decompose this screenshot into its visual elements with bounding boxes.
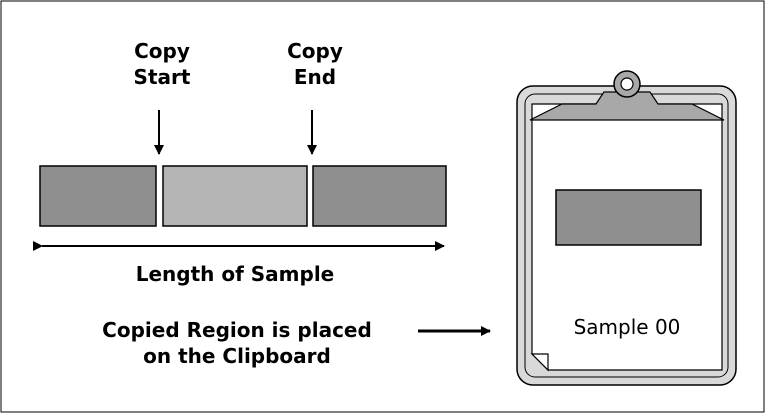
sample-segment-copied bbox=[162, 165, 308, 227]
length-label: Length of Sample bbox=[136, 262, 335, 286]
sample-segment-before bbox=[39, 165, 157, 227]
copy-end-line2: End bbox=[294, 65, 336, 89]
clip-ring-hole bbox=[620, 77, 634, 91]
copy-end-line1: Copy bbox=[287, 39, 343, 63]
clip-band bbox=[529, 91, 725, 121]
copy-start-line2: Start bbox=[134, 65, 191, 89]
clipboard-sample-label: Sample 00 bbox=[574, 315, 681, 339]
paper-fold bbox=[530, 353, 549, 372]
sample-segment-after bbox=[312, 165, 447, 227]
placed-label-line2: on the Clipboard bbox=[143, 344, 331, 368]
copy-start-line1: Copy bbox=[134, 39, 190, 63]
clipboard-icon: Sample 00 bbox=[516, 70, 737, 386]
placed-label-line1: Copied Region is placed bbox=[102, 318, 372, 342]
clipboard-copied-region bbox=[555, 189, 702, 246]
